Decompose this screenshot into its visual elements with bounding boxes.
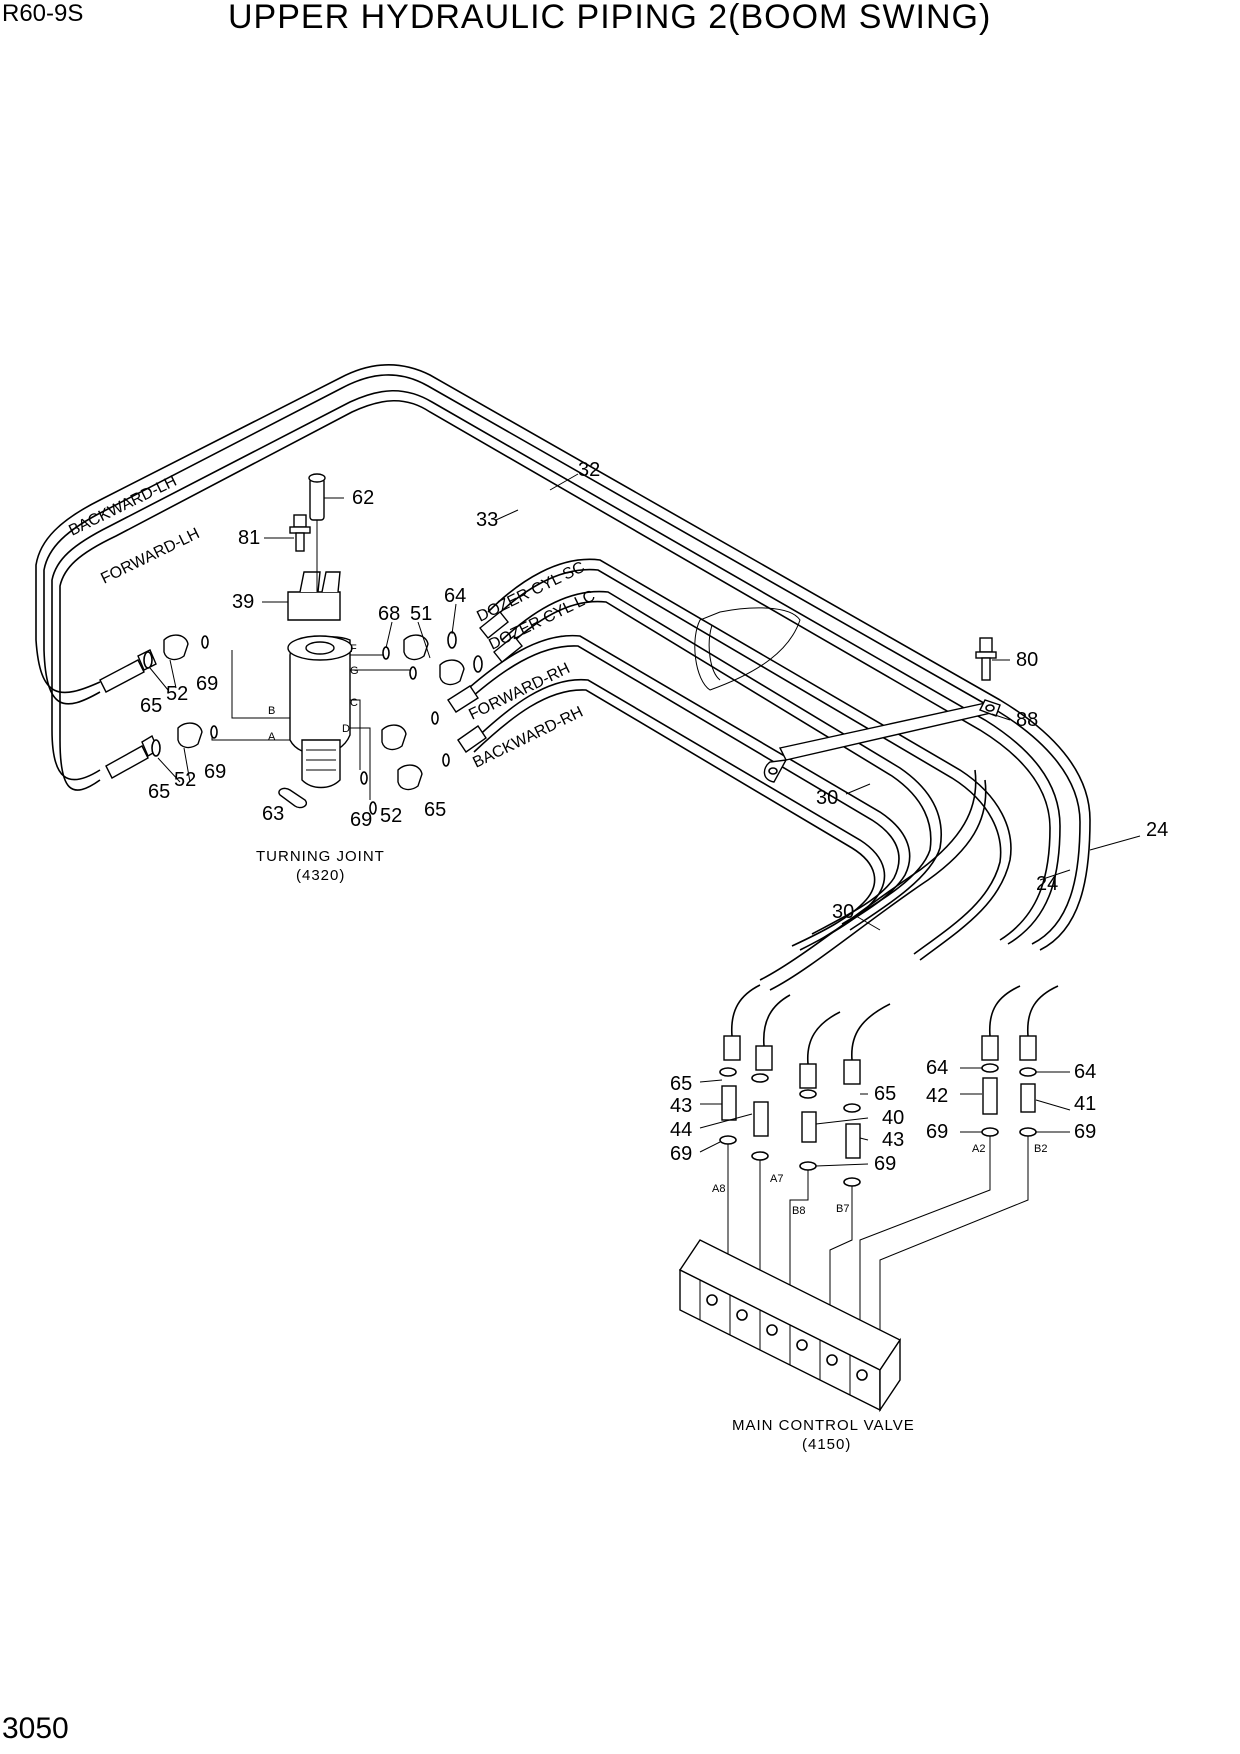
valve-adapters [719,1063,1037,1330]
rh-fittings [360,611,523,815]
pipe-forward-lh-outer [51,389,1061,945]
callout: 32 [578,459,600,481]
callout: 39 [232,591,254,613]
port-label: G [350,665,359,677]
pipe-dozer-sc-outer [487,558,1012,961]
pipe-forward-lh-inner [59,399,1051,941]
pipe-backward-rh-inner [473,689,876,947]
callout: 69 [670,1143,692,1165]
callout: 52 [166,683,188,705]
hose-clamp [694,607,801,691]
bolt-80 [975,637,997,681]
callout: 69 [196,673,218,695]
assembly-captions: TURNING JOINT (4320) MAIN CONTROL VALVE … [256,848,915,1453]
callout: 69 [874,1153,896,1175]
callout: 65 [140,695,162,717]
callout: 65 [874,1083,896,1105]
callout: 30 [816,787,838,809]
callout: 40 [882,1107,904,1129]
callout: 63 [262,803,284,825]
callout: 43 [670,1095,692,1117]
turning-joint-assembly [211,473,410,809]
pipe-bundle [35,364,1091,991]
callout: 42 [926,1085,948,1107]
callout: 69 [204,761,226,783]
callout: 52 [380,805,402,827]
callout: 52 [174,769,196,791]
callout: 51 [410,603,432,625]
callout: 33 [476,509,498,531]
model-number: R60-9S [2,0,84,27]
port-label: A [268,731,276,743]
callout: 69 [350,809,372,831]
caption-turning-joint-ref: (4320) [296,867,345,884]
pipe-dozer-lc-inner [503,600,932,925]
callout: 43 [882,1129,904,1151]
callout: 64 [1074,1061,1096,1083]
caption-turning-joint: TURNING JOINT [256,848,385,865]
callout: 65 [148,781,170,803]
callout: 69 [926,1121,948,1143]
pipe-30-inner [769,779,987,991]
hose-label-backward-lh: BACKWARD-LH [66,473,179,540]
caption-main-control-valve: MAIN CONTROL VALVE [732,1417,915,1434]
valve-hose-ends [723,984,1059,1089]
main-control-valve [678,1239,902,1413]
callout: 69 [1074,1121,1096,1143]
diagram-title: UPPER HYDRAULIC PIPING 2(BOOM SWING) [228,0,992,36]
pipe-backward-rh-outer [471,678,886,951]
port-label: B7 [836,1203,849,1215]
callout: 62 [352,487,374,509]
caption-main-control-valve-ref: (4150) [802,1436,851,1453]
port-label: F [350,643,357,655]
port-label: C [350,697,358,709]
pipe-30-outer [759,769,977,981]
callout: 80 [1016,649,1038,671]
callout: 30 [832,901,854,923]
lh-fittings [99,634,218,779]
callout: 68 [378,603,400,625]
pipe-dozer-lc-outer [501,590,942,931]
callout-leaders [149,473,1141,1167]
callout: 88 [1016,709,1038,731]
bracket-88 [763,699,1001,783]
port-label: A8 [712,1183,725,1195]
callout: 81 [238,527,260,549]
port-label: D [342,723,350,735]
port-labels: F G B C A D A8 A7 B8 B7 A2 B2 [268,643,1047,1217]
port-label: A2 [972,1143,985,1155]
callout: 24 [1146,819,1168,841]
callout: 24 [1036,873,1058,895]
callout: 41 [1074,1093,1096,1115]
page-number: 3050 [2,1712,69,1745]
pipe-forward-rh-outer [461,634,911,941]
callout: 64 [444,585,466,607]
port-label: B2 [1034,1143,1047,1155]
callout: 64 [926,1057,948,1079]
port-label: B8 [792,1205,805,1217]
pipe-forward-rh-inner [463,645,900,935]
hose-label-forward-lh: FORWARD-LH [98,525,202,587]
port-label: A7 [770,1173,783,1185]
part-callouts: 32 33 62 81 39 68 51 64 65 52 69 65 52 6… [140,459,1168,1175]
pipe-backward-lh-outer [35,364,1091,951]
callout: 65 [424,799,446,821]
pipe-backward-lh-inner [43,374,1081,945]
callout: 65 [670,1073,692,1095]
callout: 44 [670,1119,692,1141]
port-label: B [268,705,275,717]
pipe-dozer-sc-inner [489,568,1002,955]
